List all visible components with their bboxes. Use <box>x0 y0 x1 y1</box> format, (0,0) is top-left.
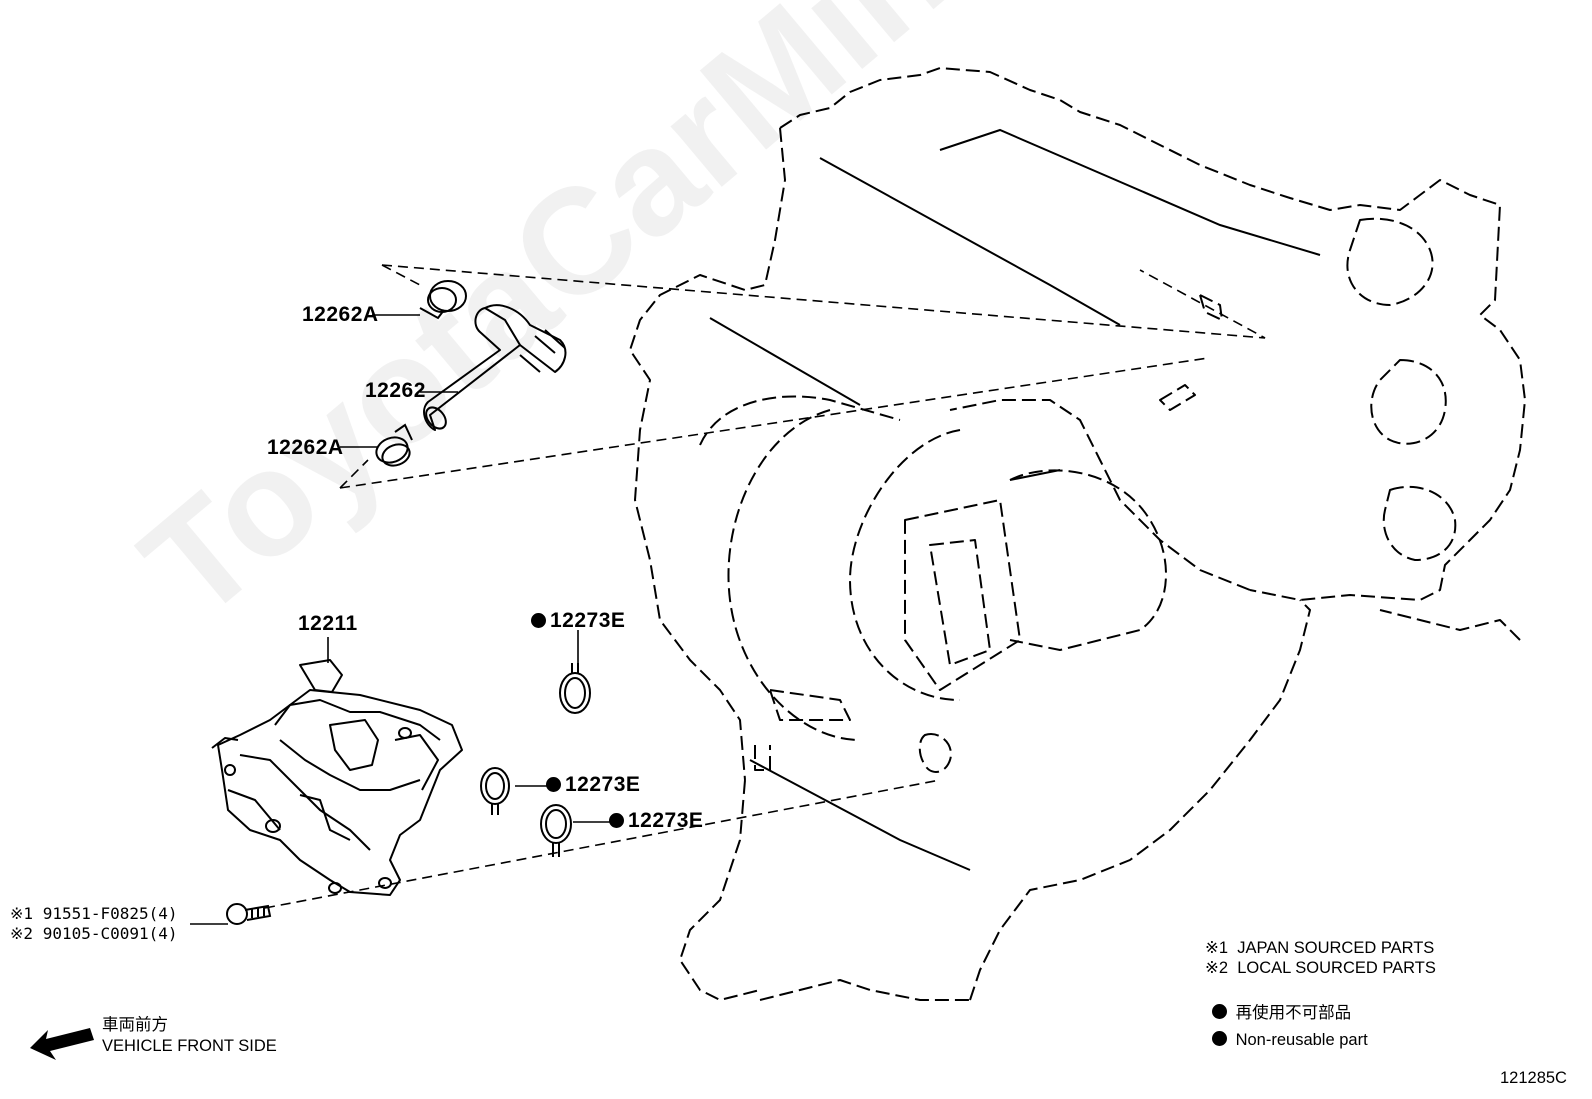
bolt-part <box>226 903 272 925</box>
bolt-1-mark: ※1 <box>10 904 34 923</box>
clip-lower-part <box>375 423 413 467</box>
legend-dot-icon <box>1212 1031 1227 1046</box>
legend-item-1-mark: ※1 <box>1205 939 1229 957</box>
legend-item-2: ※2 LOCAL SOURCED PARTS <box>1205 960 1436 977</box>
callout-bolt-1: ※1 91551-F0825(4) <box>10 906 178 922</box>
legend-nonreusable-en-label: Non-reusable part <box>1235 1031 1368 1049</box>
callout-gasket-2-label: 12273E <box>565 773 641 796</box>
callout-leaders <box>190 314 610 925</box>
legend-item-2-label: LOCAL SOURCED PARTS <box>1237 959 1436 977</box>
engine-outline <box>629 67 1526 1001</box>
legend-item-1-label: JAPAN SOURCED PARTS <box>1237 939 1435 957</box>
nonreusable-dot-icon <box>546 777 561 792</box>
bolt-1-number: 91551-F0825(4) <box>42 904 178 923</box>
legend-item-2-mark: ※2 <box>1205 959 1229 977</box>
leader-dashes <box>264 264 1266 909</box>
callout-gasket-3-label: 12273E <box>628 809 704 832</box>
bolt-2-number: 90105-C0091(4) <box>42 924 178 943</box>
nonreusable-dot-icon <box>609 813 624 828</box>
nonreusable-dot-icon <box>531 613 546 628</box>
callout-hose: 12262 <box>365 379 426 402</box>
callout-clip-upper: 12262A <box>302 303 379 326</box>
hose-part <box>423 304 567 431</box>
callout-gasket-3: 12273E <box>609 810 703 831</box>
callout-gasket-1: 12273E <box>531 610 625 631</box>
direction-label-jp: 車両前方 <box>102 1016 168 1034</box>
callout-cover: 12211 <box>298 612 358 635</box>
callout-bolt-2: ※2 90105-C0091(4) <box>10 926 178 942</box>
engine-solid-lines <box>709 128 1321 871</box>
direction-label-en: VEHICLE FRONT SIDE <box>102 1037 277 1055</box>
legend-item-1: ※1 JAPAN SOURCED PARTS <box>1205 940 1434 957</box>
legend-nonreusable-jp-label: 再使用不可部品 <box>1235 1004 1352 1022</box>
gasket-parts <box>480 663 591 857</box>
legend-nonreusable-en: Non-reusable part <box>1212 1031 1368 1049</box>
bolt-2-mark: ※2 <box>10 924 34 943</box>
callout-clip-lower: 12262A <box>267 436 344 459</box>
figure-id: 121285C <box>1500 1069 1567 1087</box>
legend-nonreusable-jp: 再使用不可部品 <box>1212 1004 1351 1022</box>
legend-dot-icon <box>1212 1004 1227 1019</box>
front-arrow-icon <box>30 1028 94 1060</box>
callout-gasket-1-label: 12273E <box>550 609 626 632</box>
cover-part <box>211 659 463 896</box>
clip-upper-part <box>419 280 467 320</box>
callout-gasket-2: 12273E <box>546 774 640 795</box>
